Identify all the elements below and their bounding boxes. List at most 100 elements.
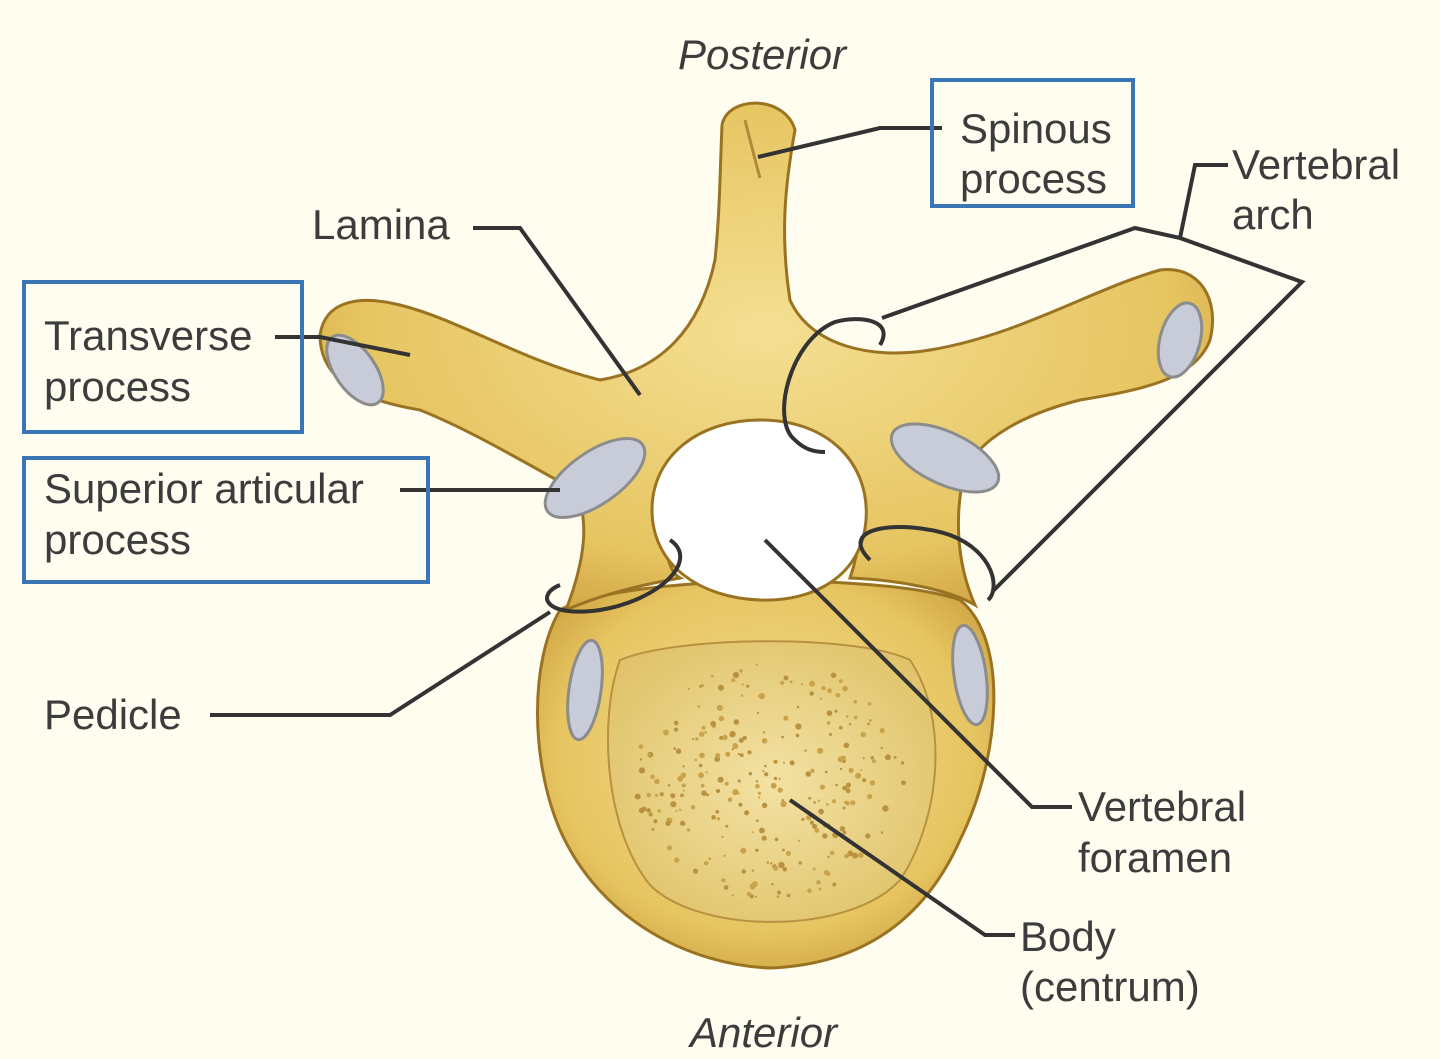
vertebral-arch-leader-2 bbox=[990, 236, 1306, 594]
centrum-speckle bbox=[721, 835, 724, 839]
centrum-speckle bbox=[673, 727, 679, 732]
centrum-speckle bbox=[717, 776, 724, 783]
centrum-speckle bbox=[721, 878, 726, 883]
centrum-speckle bbox=[761, 802, 768, 809]
centrum-speckle bbox=[830, 672, 837, 678]
centrum-speckle bbox=[680, 772, 687, 778]
centrum-speckle bbox=[666, 845, 673, 851]
centrum-speckle bbox=[867, 702, 872, 706]
centrum-speckle bbox=[842, 785, 847, 791]
centrum-speckle bbox=[783, 675, 789, 681]
centrum-speckle bbox=[699, 752, 705, 759]
centrum-speckle bbox=[826, 710, 833, 716]
centrum-speckle bbox=[812, 867, 816, 871]
costal-facet-left bbox=[566, 638, 604, 742]
centrum-speckle bbox=[785, 851, 791, 856]
transverse-process-label-line1: Transverse bbox=[44, 312, 253, 359]
centrum-speckle bbox=[678, 808, 682, 811]
centrum-speckle bbox=[737, 779, 741, 783]
centrum-speckle bbox=[808, 796, 812, 800]
centrum-speckle bbox=[722, 734, 728, 741]
centrum-speckle bbox=[823, 869, 830, 876]
centrum-speckle bbox=[638, 767, 646, 774]
centrum-speckle bbox=[818, 808, 824, 815]
arch-loop bbox=[782, 317, 886, 454]
vertebral-foramen-label-line2: foramen bbox=[1078, 834, 1233, 881]
centrum-speckle bbox=[845, 715, 849, 718]
centrum-speckle bbox=[725, 751, 731, 757]
centrum-speckle bbox=[650, 774, 655, 779]
centrum-speckle bbox=[762, 770, 765, 773]
centrum-speckle bbox=[855, 772, 862, 779]
centrum-speckle bbox=[773, 759, 778, 764]
centrum-speckle bbox=[835, 783, 838, 787]
centrum-speckle bbox=[662, 729, 669, 736]
region-loops bbox=[545, 317, 996, 614]
centrum-speckle bbox=[718, 715, 725, 722]
centrum-speckle bbox=[848, 767, 854, 774]
spinous-process-leader bbox=[757, 126, 942, 159]
centrum-speckle bbox=[824, 770, 828, 774]
centrum-speckle bbox=[751, 831, 754, 834]
centrum-speckle bbox=[731, 678, 736, 683]
centrum-speckle bbox=[723, 885, 729, 890]
centrum-speckle bbox=[710, 674, 714, 678]
centrum-speckle bbox=[812, 823, 818, 829]
centrum-speckle bbox=[862, 778, 867, 783]
centrum-speckle bbox=[780, 680, 785, 686]
centrum-speckle bbox=[677, 776, 683, 782]
centrum-speckle bbox=[797, 839, 801, 843]
pedicle-label: Pedicle bbox=[44, 691, 182, 738]
centrum-speckle bbox=[681, 783, 686, 788]
centrum-speckle bbox=[839, 679, 843, 684]
centrum-speckle bbox=[692, 868, 699, 874]
centrum-speckle bbox=[700, 783, 705, 788]
centrum-speckle bbox=[778, 861, 785, 869]
centrum-speckle bbox=[741, 869, 746, 874]
centrum-speckle bbox=[852, 852, 858, 859]
centrum-speckle bbox=[880, 831, 884, 834]
centrum-speckle bbox=[705, 793, 709, 797]
centrum-speckle bbox=[844, 800, 848, 805]
centrum-speckle bbox=[711, 815, 716, 820]
centrum-speckle bbox=[867, 722, 870, 726]
centrum-speckle bbox=[805, 771, 812, 777]
centrum-speckle bbox=[698, 772, 704, 779]
centrum-speckle bbox=[806, 815, 812, 821]
centrum-speckle bbox=[817, 799, 821, 802]
centrum-speckle bbox=[826, 721, 831, 725]
centrum-speckle bbox=[673, 720, 679, 726]
centrum-speckle bbox=[796, 705, 800, 709]
centrum-speckle bbox=[741, 683, 744, 686]
centrum-speckle bbox=[646, 808, 651, 813]
centrum-speckle bbox=[777, 890, 781, 895]
centrum-speckle bbox=[871, 759, 877, 764]
centrum-speckle bbox=[670, 801, 677, 808]
centrum-speckle bbox=[705, 771, 708, 774]
centrum-speckle bbox=[771, 883, 774, 886]
centrum-speckle bbox=[860, 769, 863, 772]
centrum-speckle bbox=[749, 883, 756, 890]
transverse-process-leader bbox=[275, 335, 411, 357]
centrum-speckle bbox=[801, 817, 805, 822]
centrum-speckle bbox=[809, 691, 814, 696]
centrum-speckle bbox=[732, 743, 739, 749]
superior-articular-facet-left bbox=[543, 436, 647, 520]
centrum-speckle bbox=[738, 802, 743, 807]
centrum-speckle bbox=[733, 719, 740, 725]
centrum-speckle bbox=[639, 758, 643, 761]
centrum-speckle bbox=[704, 731, 707, 734]
centrum-speckle bbox=[773, 776, 778, 781]
anterior-label: Anterior bbox=[690, 1009, 838, 1056]
centrum-speckle bbox=[641, 806, 647, 812]
centrum-speckle bbox=[748, 772, 752, 776]
centrum-speckle bbox=[762, 731, 766, 734]
centrum-speckle bbox=[832, 799, 837, 804]
centrum-speckle bbox=[682, 789, 685, 792]
centrum-speckle bbox=[691, 737, 695, 741]
centrum-speckle bbox=[682, 822, 686, 826]
centrum-speckle bbox=[842, 830, 847, 835]
superior-articular-label-line1: Superior articular bbox=[44, 465, 364, 512]
centrum-speckle bbox=[841, 755, 846, 761]
